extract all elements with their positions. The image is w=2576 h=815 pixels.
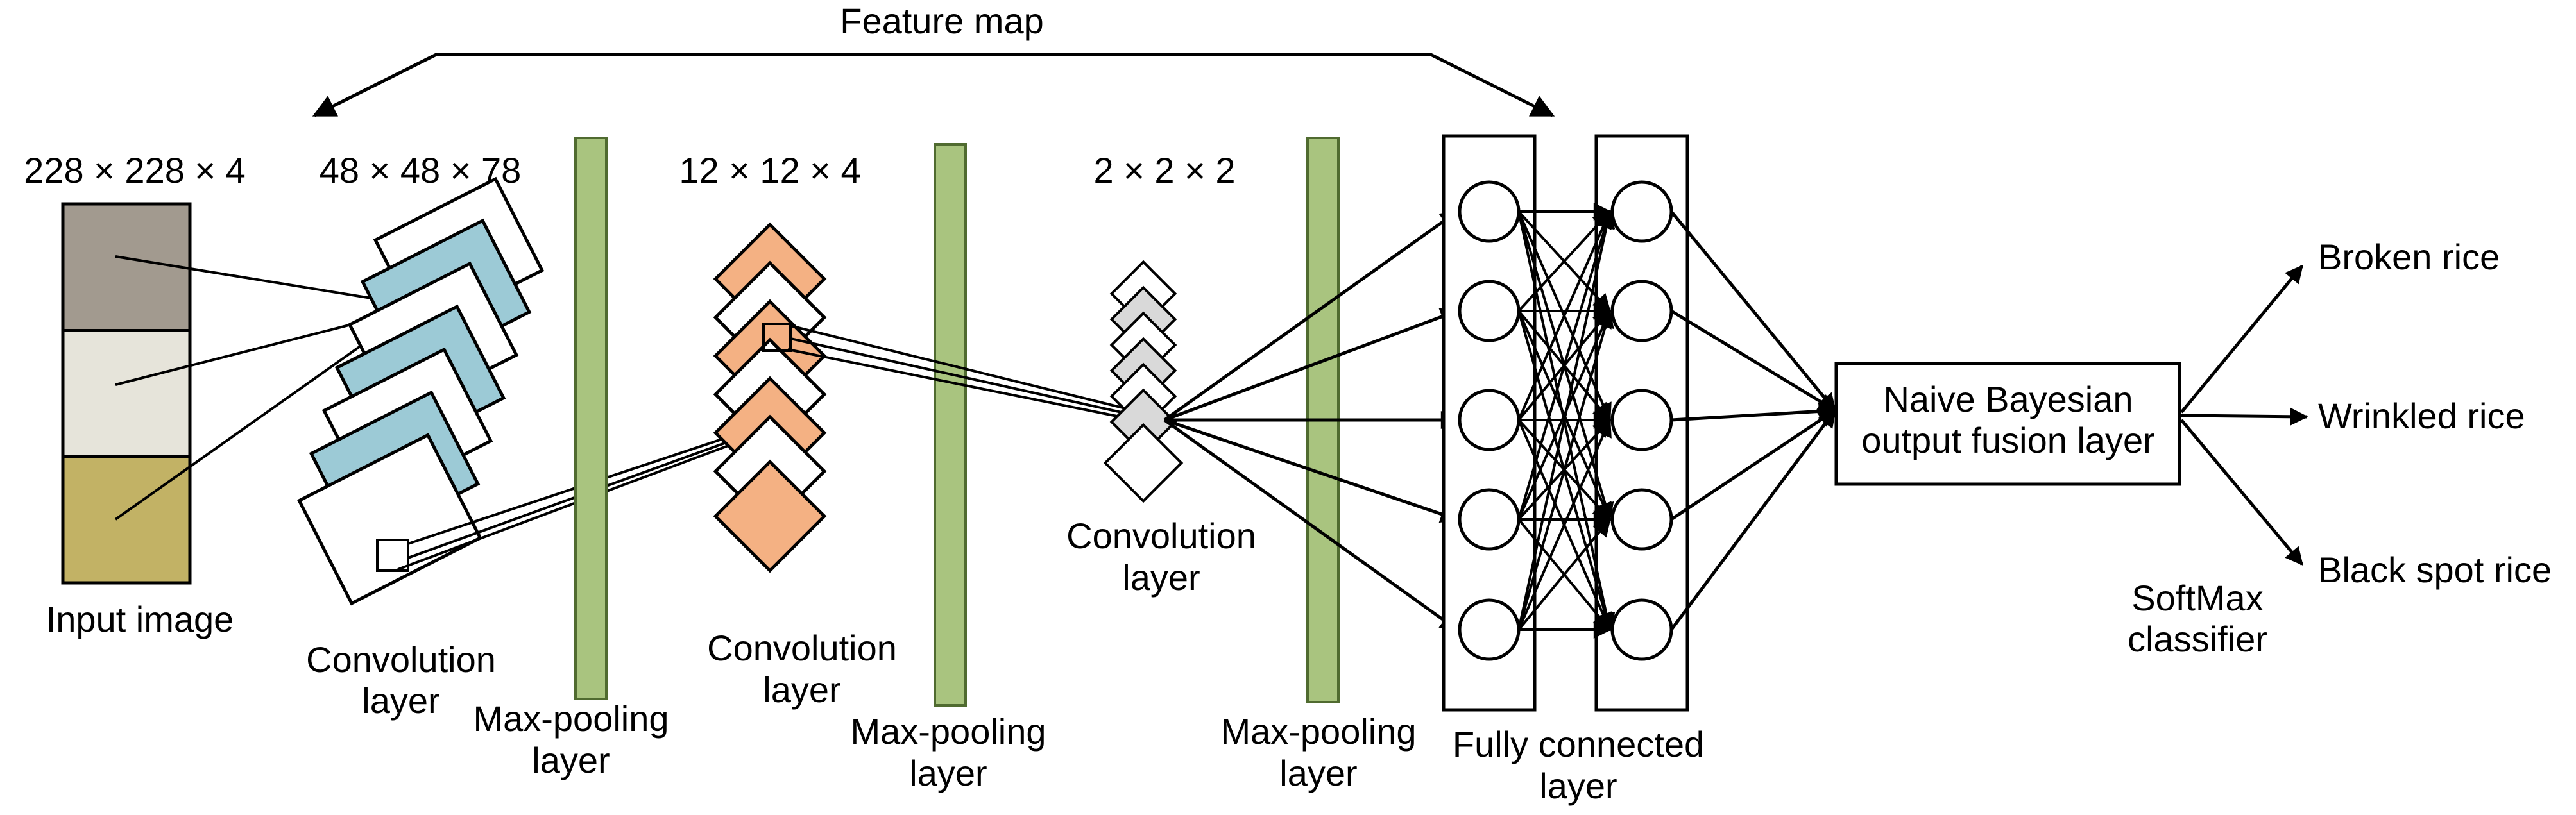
pool3-caption-line2: layer: [1279, 753, 1357, 793]
stage3-arrow-5: [1163, 418, 1459, 632]
fc-link-5-4: [1517, 517, 1611, 631]
stage2-connections: [787, 324, 1165, 427]
arrow-black-spot-rice: [2180, 419, 2303, 566]
pool1-caption-line1: Max-pooling: [473, 698, 669, 739]
output-arrows: [2180, 264, 2308, 566]
stage1-feature-stack: [296, 176, 545, 606]
fc1-neuron-3: [1458, 389, 1521, 451]
output-black-spot-rice: Black spot rice: [2318, 550, 2552, 590]
input-swatch-2: [63, 330, 190, 457]
fc-link-5-3: [1517, 418, 1612, 630]
softmax-line1: SoftMax: [2131, 578, 2263, 618]
pool3-caption-line1: Max-pooling: [1220, 711, 1416, 752]
fc1-neuron-4: [1458, 488, 1521, 551]
fc2-neuron-1: [1610, 180, 1673, 243]
stage3-caption-line2: layer: [1122, 557, 1200, 598]
fc-link-4-1: [1517, 210, 1614, 520]
stage1-kernel-box: [376, 539, 409, 572]
stage3-arrow-2: [1164, 308, 1459, 422]
stage1-map-7: [296, 433, 482, 606]
fc1-neuron-1: [1458, 180, 1521, 243]
pool-bar-2: [934, 143, 967, 707]
pool1-caption-line2: layer: [532, 740, 610, 780]
fc-interconnections: [1517, 203, 1616, 639]
input-swatch-1: [63, 204, 190, 330]
fc-neurons: [1458, 180, 1673, 661]
fc2-neuron-2: [1610, 280, 1673, 342]
fc-link-2-1: [1517, 210, 1611, 312]
fusion-line2: output fusion layer: [1861, 420, 2155, 460]
fc-link-3-1: [1517, 210, 1612, 421]
stage3-caption-line1: Convolution: [1066, 516, 1256, 556]
fc-out-arrow-2: [1670, 309, 1837, 412]
fc-caption-line1: Fully connected: [1453, 724, 1704, 764]
feature-map-bracket: Feature map: [312, 1, 1555, 117]
input-frame: [61, 202, 192, 585]
stage3-dims: 2 × 2 × 2: [1093, 150, 1235, 190]
feature-map-arrow-left: [312, 53, 438, 117]
input-image: [61, 202, 192, 585]
arrow-wrinkled-rice: [2181, 407, 2308, 426]
stage2-caption-line2: layer: [763, 669, 840, 710]
fc-out-arrow-3: [1671, 402, 1837, 422]
output-broken-rice: Broken rice: [2318, 237, 2500, 277]
fusion-line1: Naive Bayesian: [1883, 379, 2133, 419]
fusion-layer-box: [1834, 362, 2181, 486]
output-wrinkled-rice: Wrinkled rice: [2318, 396, 2525, 436]
fc2-neuron-3: [1610, 389, 1673, 451]
stage2-dims: 12 × 12 × 4: [679, 150, 860, 190]
stage2-kernel-box: [762, 323, 792, 352]
stage2-feature-stack: [713, 222, 827, 573]
feature-map-title: Feature map: [840, 1, 1044, 41]
fc-link-5-1: [1517, 210, 1616, 630]
pool2-caption-line1: Max-pooling: [850, 711, 1046, 752]
stage3-arrow-1: [1163, 210, 1459, 422]
input-swatch-3: [63, 457, 190, 583]
fc-link-5-2: [1517, 309, 1614, 630]
feature-map-arrow-right: [313, 53, 1555, 117]
input-caption: Input image: [46, 599, 234, 639]
input-dims: 228 × 228 × 4: [24, 150, 246, 190]
pool-bar-1: [574, 137, 608, 700]
fc-out-arrow-1: [1670, 210, 1836, 412]
stage2-caption-line1: Convolution: [707, 628, 897, 668]
stage3-to-fc-arrows: [1163, 210, 1459, 632]
stage1-caption-line2: layer: [362, 680, 439, 721]
fc-caption-line2: layer: [1539, 766, 1617, 806]
fc-out-arrow-4: [1670, 408, 1837, 521]
arrow-broken-rice: [2180, 264, 2303, 414]
fc-to-fusion-arrows: [1669, 210, 1837, 631]
stage1-caption-line1: Convolution: [306, 639, 496, 680]
stage3-arrow-4: [1164, 418, 1459, 523]
fc1-neuron-5: [1458, 598, 1521, 661]
softmax-line2: classifier: [2128, 619, 2267, 659]
pool2-caption-line2: layer: [909, 753, 987, 793]
fc2-neuron-5: [1610, 598, 1673, 661]
fc2-neuron-4: [1610, 488, 1673, 551]
fc1-neuron-2: [1458, 280, 1521, 342]
stage3-feature-stack: [1103, 260, 1184, 503]
fc-out-arrow-5: [1669, 408, 1837, 631]
